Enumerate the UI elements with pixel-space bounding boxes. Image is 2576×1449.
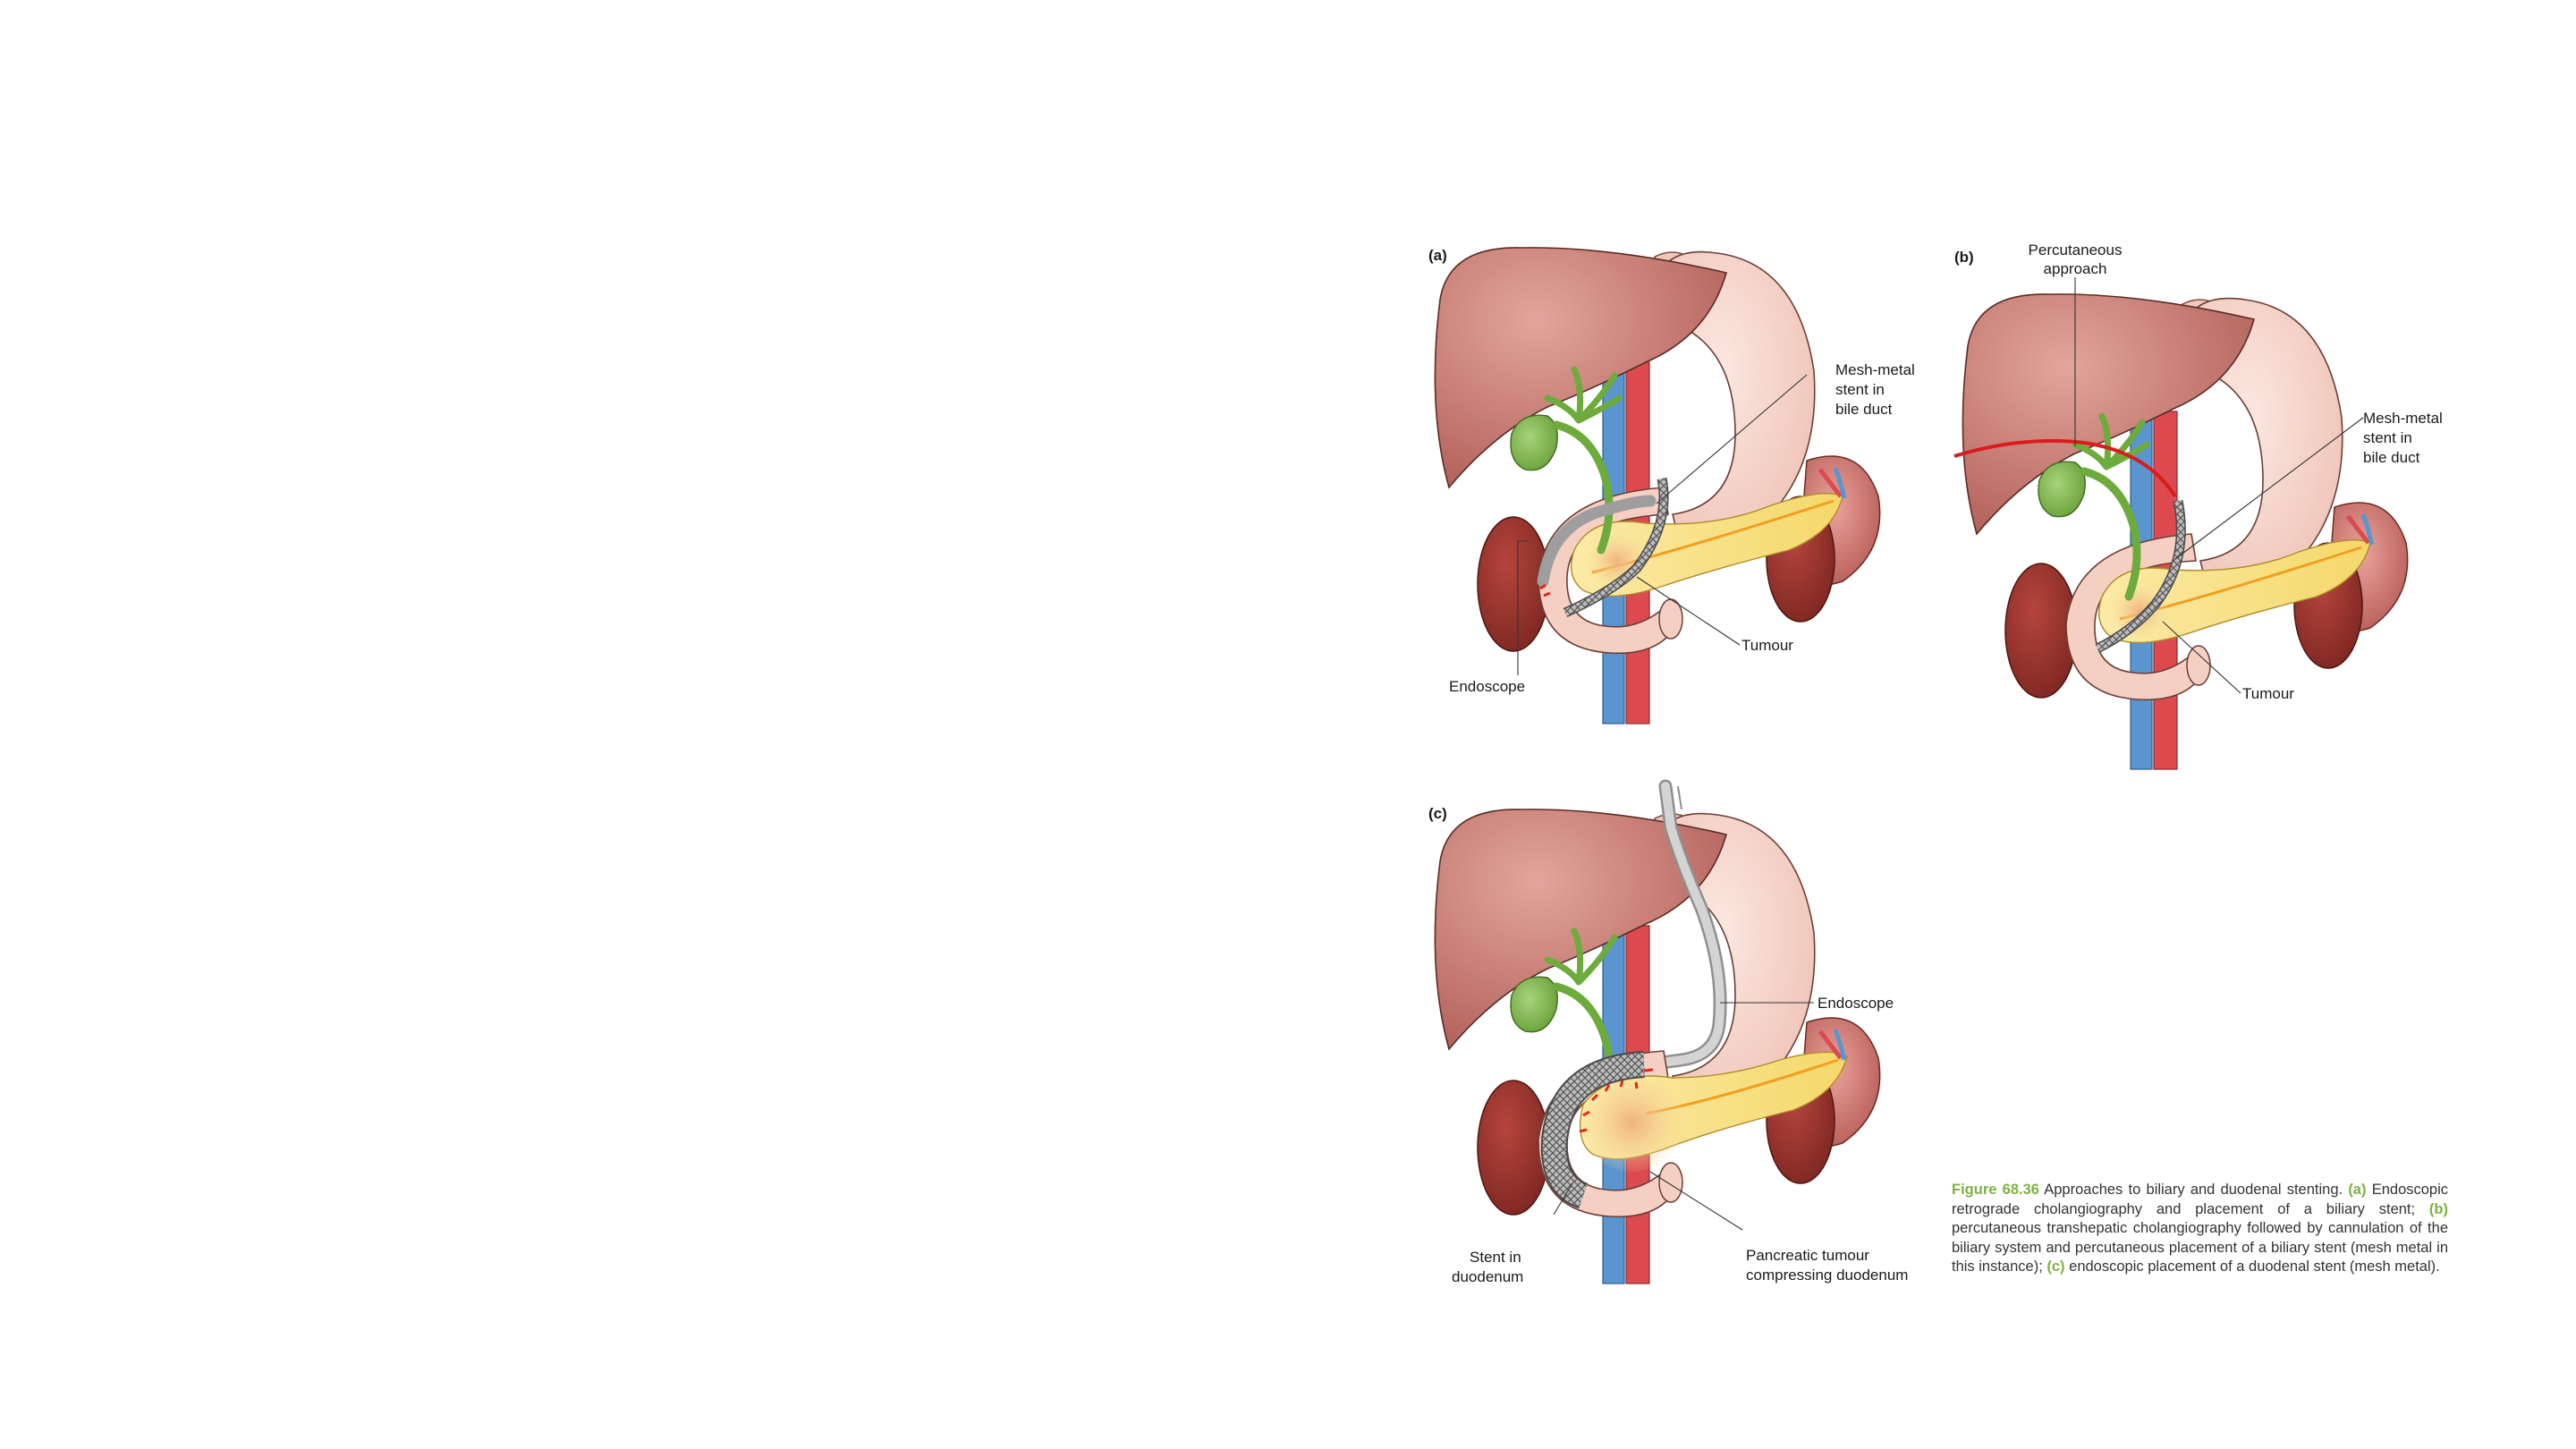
label-tumour-c-1: Pancreatic tumour	[1746, 1247, 1869, 1264]
splenic-vein	[1833, 467, 1847, 499]
caption-text-b: percutaneous transhepatic cholangiograph…	[1952, 1220, 2448, 1275]
caption-letter-b: (b)	[2428, 1200, 2448, 1217]
endoscope-a	[1537, 495, 1657, 588]
label-tumour-b: Tumour	[2242, 685, 2294, 702]
label-approach-b-1: Percutaneous	[2029, 242, 2123, 258]
label-stent-b-2: stent in	[2363, 429, 2412, 446]
leader-stent-a	[1656, 374, 1808, 504]
endoscope-c	[1657, 782, 1725, 1067]
splenic-artery	[1818, 1030, 1843, 1060]
label-stent-c-1: Stent in	[1470, 1249, 1521, 1266]
red-arrows-a	[1539, 583, 1551, 597]
panel-b-letter: (b)	[1954, 249, 1974, 266]
leader-endoscope-a	[1517, 540, 1528, 675]
caption-text-a: Endoscopic retrograde cholangiography an…	[1952, 1182, 2449, 1217]
label-stent-b-1: Mesh-metal	[2363, 410, 2443, 427]
liver	[1434, 247, 1728, 489]
label-tumour-c-2: compressing duodenum	[1746, 1267, 1908, 1284]
panel-b-diagram: (b) Percutaneous approach Mesh-metal ste…	[1953, 242, 2443, 770]
leader-tumour-c	[1649, 1171, 1743, 1231]
duodenal-stent	[1542, 1053, 1645, 1208]
red-arrows-c	[1579, 1068, 1654, 1133]
leader-stent-c	[1553, 1182, 1573, 1216]
leader-stent-b	[2174, 417, 2364, 560]
leader-tumour-a	[1636, 576, 1741, 646]
common-bile-duct	[2080, 467, 2141, 601]
common-bile-duct	[1552, 420, 1614, 555]
gallbladder	[1510, 414, 1558, 471]
jejunum-opening	[2186, 645, 2211, 686]
splenic-vein	[1833, 1029, 1847, 1061]
liver	[1962, 293, 2256, 536]
endoscope-wire	[1677, 785, 1682, 810]
caption-intro: Approaches to biliary and duodenal stent…	[2038, 1182, 2349, 1198]
pancreatic-tumour	[1580, 1073, 1684, 1172]
percutaneous-catheter	[1953, 438, 2177, 498]
splenic-artery	[2346, 514, 2370, 545]
caption-text-c: endoscopic placement of a duodenal stent…	[2064, 1258, 2440, 1275]
figure-caption: Figure 68.36 Approaches to biliary and d…	[1952, 1181, 2448, 1277]
caption-letter-a: (a)	[2348, 1182, 2367, 1198]
liver	[1434, 809, 1728, 1051]
panel-c-diagram: (c) Endoscope Stent in duodenum Pancreat…	[1428, 779, 1908, 1285]
jejunum-opening	[1658, 1162, 1683, 1203]
label-stent-a-2: stent in	[1835, 381, 1885, 398]
panel-c-letter: (c)	[1428, 805, 1447, 822]
label-approach-b-2: approach	[2044, 260, 2107, 277]
label-stent-a-1: Mesh-metal	[1835, 361, 1915, 378]
caption-figure-label: Figure 68.36	[1952, 1182, 2039, 1198]
hepatic-ducts	[1544, 928, 1618, 986]
hepatic-ducts	[2072, 412, 2150, 470]
gallbladder	[2038, 461, 2086, 518]
hepatic-ducts	[1544, 366, 1623, 424]
splenic-artery	[1818, 468, 1843, 498]
biliary-stent	[1563, 478, 1668, 616]
label-tumour-a: Tumour	[1741, 637, 1793, 654]
label-stent-a-3: bile duct	[1835, 401, 1893, 418]
label-endoscope-a: Endoscope	[1449, 678, 1525, 695]
label-stent-b-3: bile duct	[2363, 449, 2420, 466]
label-endoscope-c: Endoscope	[1818, 995, 1894, 1012]
gallbladder	[1510, 976, 1558, 1033]
biliary-stent	[2096, 500, 2185, 652]
splenic-vein	[2360, 513, 2375, 546]
caption-letter-c: (c)	[2046, 1258, 2065, 1275]
leader-tumour-b	[2162, 621, 2241, 694]
panel-a-letter: (a)	[1428, 247, 1447, 264]
label-stent-c-2: duodenum	[1452, 1268, 1523, 1285]
panel-a-diagram: (a) Mesh-metal stent in bile duct Tumour…	[1428, 247, 1915, 724]
